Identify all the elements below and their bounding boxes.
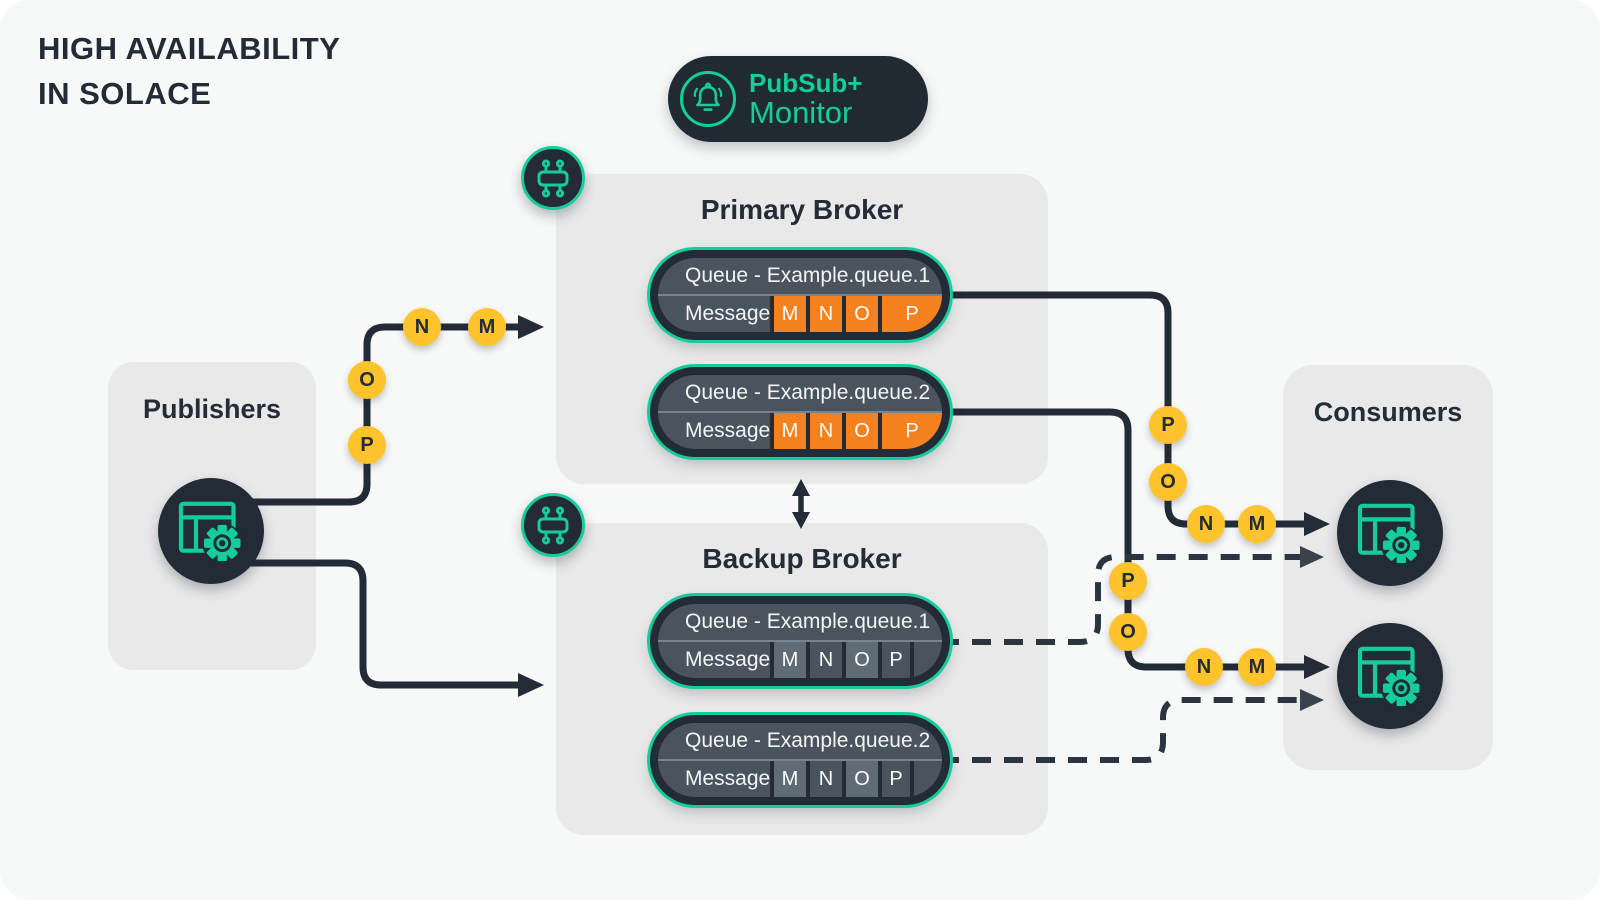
primary-network-node xyxy=(521,146,585,210)
primary-broker-label: Primary Broker xyxy=(700,194,904,225)
token-p-publisher-path: P xyxy=(348,426,386,464)
message-label: Message xyxy=(685,302,771,325)
backup-q2-to-consumer2-dashed-line xyxy=(940,697,1300,763)
token-o-q1-path: O xyxy=(1149,463,1187,501)
arrowhead-solid-consumer1 xyxy=(1304,512,1330,536)
publisher-app-node xyxy=(158,478,264,584)
app-window-gear-icon xyxy=(178,501,244,561)
pubsub-monitor-badge: PubSub+ Monitor xyxy=(668,56,928,142)
message-cell-o: O xyxy=(842,761,878,797)
primary-queue-1: Queue - Example.queue.1 Message M N O P xyxy=(650,250,950,340)
message-cell-n: N xyxy=(806,413,842,449)
backup-queue-1: Queue - Example.queue.1 Message M N O P xyxy=(650,596,950,686)
arrowhead-solid-consumer2 xyxy=(1304,655,1330,679)
primary-queue-1-name: Queue - Example.queue.1 xyxy=(658,258,942,296)
message-cell-p: P xyxy=(878,296,942,332)
network-switch-icon xyxy=(530,502,576,548)
primary-queue-2-name: Queue - Example.queue.2 xyxy=(658,375,942,413)
backup-queue-2-name: Queue - Example.queue.2 xyxy=(658,723,942,761)
message-cell-o: O xyxy=(842,296,878,332)
consumer-app-node-1 xyxy=(1337,480,1443,586)
backup-broker-label: Backup Broker xyxy=(702,543,902,574)
page-title-line2: IN SOLACE xyxy=(38,76,212,111)
backup-q1-to-consumer1-dashed-line xyxy=(940,554,1300,645)
message-cell-p: P xyxy=(878,642,914,678)
token-o-q2-path: O xyxy=(1109,613,1147,651)
backup-queue-2: Queue - Example.queue.2 Message M N O P xyxy=(650,715,950,805)
arrowhead-dashed-consumer2 xyxy=(1300,689,1324,711)
token-n-publisher-path: N xyxy=(403,308,441,346)
arrowhead-dashed-consumer1 xyxy=(1300,546,1324,568)
arrowhead-into-primary xyxy=(518,315,544,339)
message-cell-m: M xyxy=(770,413,806,449)
message-cell-m: M xyxy=(770,761,806,797)
message-cell-n: N xyxy=(806,761,842,797)
app-window-gear-icon xyxy=(1357,646,1423,706)
app-window-gear-icon xyxy=(1357,503,1423,563)
message-cell-o: O xyxy=(842,413,878,449)
token-p-q1-path: P xyxy=(1149,406,1187,444)
message-label: Message xyxy=(685,419,771,442)
consumer-app-node-2 xyxy=(1337,623,1443,729)
message-label: Message xyxy=(685,648,771,671)
page-title: HIGH AVAILABILITY IN SOLACE xyxy=(38,26,340,116)
message-cell-o: O xyxy=(842,642,878,678)
token-p-q2-path: P xyxy=(1109,562,1147,600)
network-switch-icon xyxy=(530,155,576,201)
message-cell-m: M xyxy=(770,642,806,678)
badge-product-text: Monitor xyxy=(749,95,853,130)
backup-network-node xyxy=(521,493,585,557)
token-o-publisher-path: O xyxy=(348,361,386,399)
token-m-publisher-path: M xyxy=(468,308,506,346)
publishers-group: Publishers xyxy=(108,362,316,670)
primary-q2-to-consumer2-line xyxy=(936,408,1308,671)
token-m-q2-path: M xyxy=(1238,648,1276,686)
page-title-line1: HIGH AVAILABILITY xyxy=(38,31,341,66)
publisher-to-primary-line xyxy=(246,323,524,506)
backup-queue-1-name: Queue - Example.queue.1 xyxy=(658,604,942,642)
token-n-q1-path: N xyxy=(1187,505,1225,543)
message-cell-m: M xyxy=(770,296,806,332)
token-n-q2-path: N xyxy=(1185,648,1223,686)
bell-icon xyxy=(680,71,736,127)
message-cell-n: N xyxy=(806,296,842,332)
primary-backup-sync-arrow xyxy=(792,479,810,529)
publishers-label: Publishers xyxy=(142,394,282,424)
arrowhead-into-backup xyxy=(518,673,544,697)
consumers-label: Consumers xyxy=(1313,397,1463,427)
token-m-q1-path: M xyxy=(1238,505,1276,543)
message-cell-p: P xyxy=(878,413,942,449)
publisher-to-backup-line xyxy=(246,559,524,689)
badge-brand-text: PubSub+ xyxy=(749,68,863,98)
message-cell-p: P xyxy=(878,761,914,797)
primary-queue-2: Queue - Example.queue.2 Message M N O P xyxy=(650,367,950,457)
message-label: Message xyxy=(685,767,771,790)
message-cell-n: N xyxy=(806,642,842,678)
